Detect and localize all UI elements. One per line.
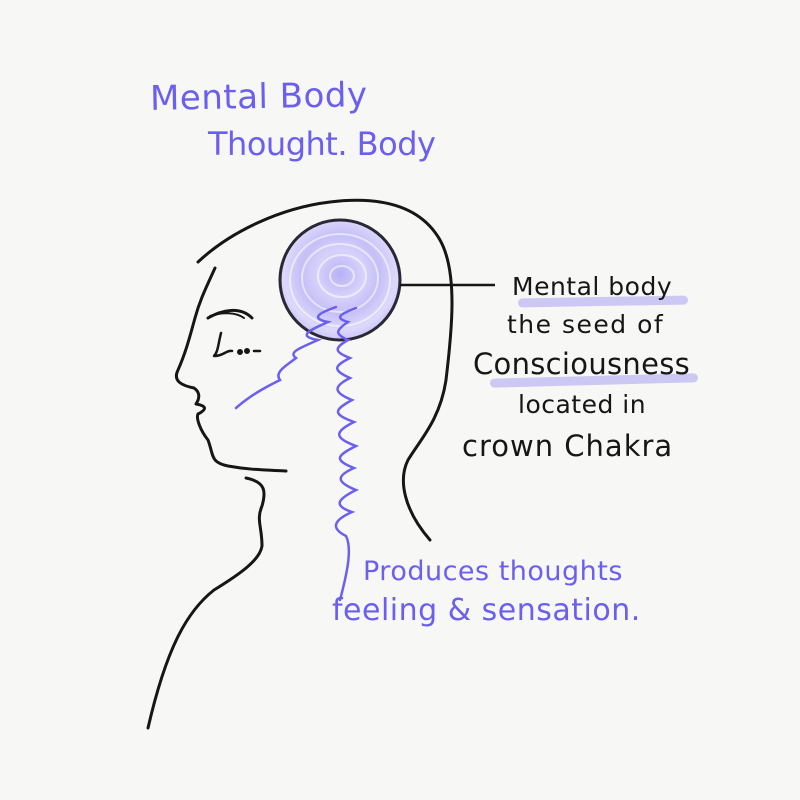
subtitle-thought-body: Thought. Body — [208, 125, 436, 163]
face-profile — [175, 266, 288, 473]
label-the-seed-of: the seed of — [507, 310, 665, 339]
label-consciousness: Consciousness — [473, 347, 691, 381]
neck-front — [146, 476, 266, 730]
label-located-in: located in — [518, 390, 647, 419]
head-profile-silhouette — [146, 198, 454, 730]
crown-chakra-orb — [278, 218, 402, 342]
skull-outline — [196, 198, 454, 542]
wavy-line-to-face — [234, 305, 338, 410]
title-mental-body: Mental Body — [149, 75, 368, 119]
eye-lash — [212, 331, 234, 358]
label-produces-thoughts: Produces thoughts — [363, 556, 623, 587]
label-mental-body: Mental body — [512, 272, 673, 301]
label-feeling-sensation: feeling & sensation. — [332, 593, 641, 628]
eye-dot — [237, 349, 243, 355]
label-crown-chakra: crown Chakra — [462, 429, 674, 463]
eye-dot — [244, 348, 250, 354]
wavy-line-down-spine — [334, 306, 360, 602]
eye-line — [209, 312, 245, 319]
